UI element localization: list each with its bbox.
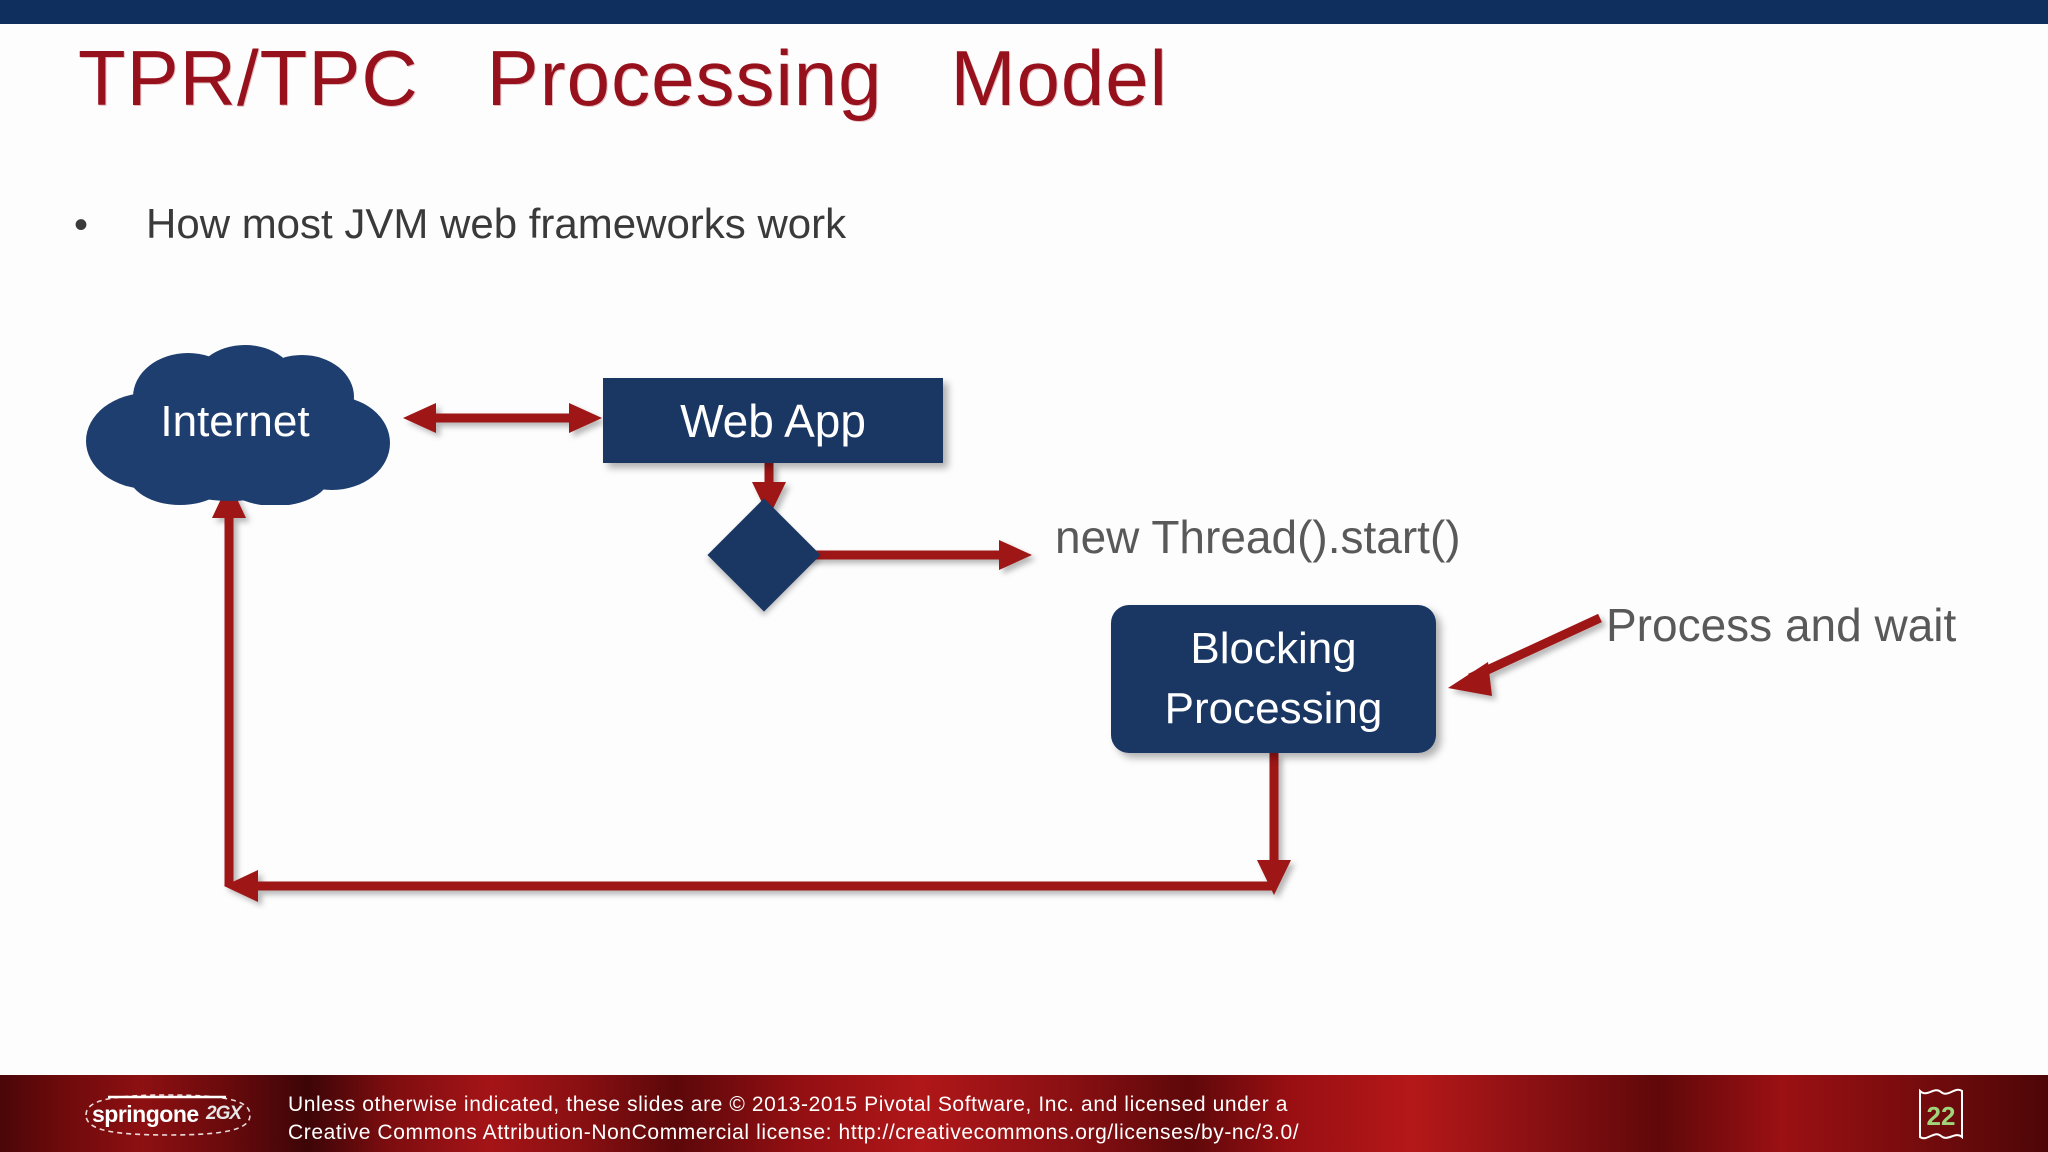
springone-logo: springone 2GX (78, 1092, 258, 1138)
edge-blocking-internet-return (212, 482, 1291, 902)
page-number-text: 22 (1926, 1101, 1956, 1131)
footer-copyright: Unless otherwise indicated, these slides… (288, 1091, 1299, 1147)
node-webapp-box: Web App (603, 378, 943, 463)
node-blocking-box: Blocking Processing (1111, 605, 1436, 753)
bullet-marker-icon: • (74, 203, 89, 247)
slide-title: TPR/TPC Processing Model (78, 34, 1168, 122)
node-blocking-label-line2: Processing (1164, 684, 1383, 733)
springone-2gx-mark: 2GX (206, 1103, 242, 1124)
annotation-process-and-wait: Process and wait (1606, 599, 1957, 651)
node-internet-label: Internet (160, 397, 310, 446)
edge-decision-thread (805, 540, 1032, 570)
flow-diagram: Internet Web App Blocking Processing (0, 300, 2048, 950)
bullet-item-text: How most JVM web frameworks work (146, 200, 847, 247)
ribbon-icon (1919, 1088, 1963, 1140)
bullet-list: • How most JVM web frameworks work (74, 200, 846, 248)
edge-webapp-decision (752, 463, 786, 517)
cloud-icon (86, 345, 390, 506)
footer-copyright-line1: Unless otherwise indicated, these slides… (288, 1093, 1289, 1116)
node-blocking-label-line1: Blocking (1190, 624, 1357, 673)
footer-copyright-line2: Creative Commons Attribution-NonCommerci… (288, 1121, 1300, 1144)
annotation-thread-call: new Thread().start() (1055, 511, 1461, 563)
page-number-badge: 22 (1912, 1085, 1970, 1143)
slide-footer (0, 1075, 2048, 1152)
node-internet-cloud: Internet (70, 345, 400, 506)
edge-processwait-blocking (1448, 613, 1602, 696)
logo-outline-icon (85, 1094, 251, 1136)
arrow-layer (212, 403, 1602, 902)
top-accent-band (0, 0, 2048, 24)
edge-internet-webapp (403, 403, 602, 433)
node-webapp-label: Web App (680, 394, 866, 447)
springone-wordmark: springone (92, 1101, 199, 1127)
